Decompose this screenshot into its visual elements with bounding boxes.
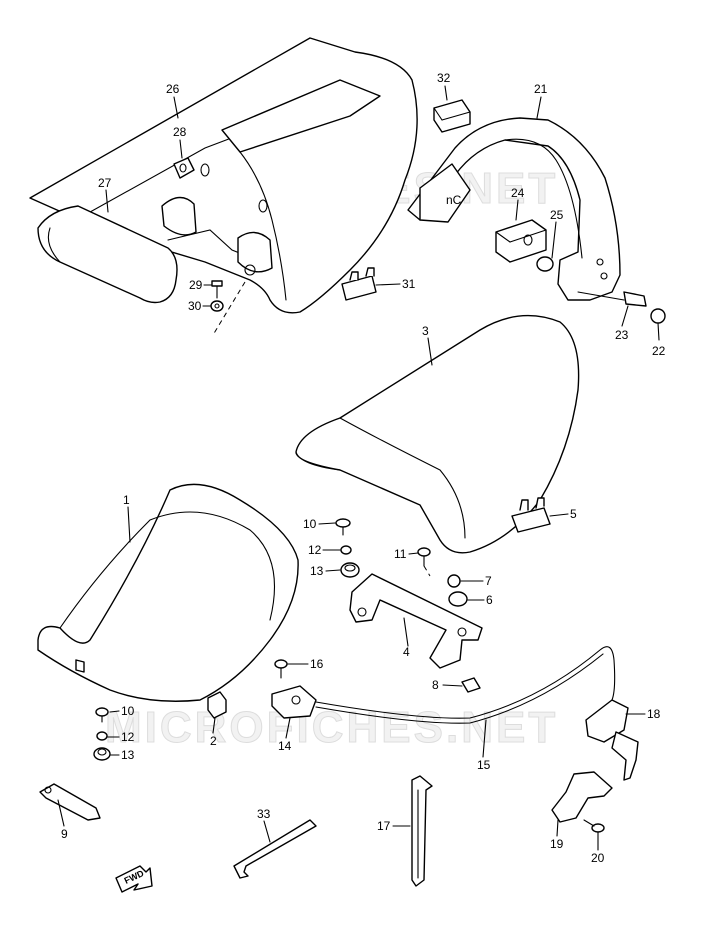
nut-22	[650, 308, 666, 324]
seat-lock-cable-15	[315, 646, 616, 724]
seat-bracket-4	[349, 573, 483, 669]
callout-13-center: 13	[310, 564, 324, 578]
callout-11: 11	[394, 547, 407, 561]
grommet-28	[173, 157, 195, 179]
callout-18: 18	[647, 707, 661, 721]
connector-clip-31	[341, 267, 377, 301]
spacer-7	[447, 574, 461, 588]
screw-10-left	[95, 707, 109, 723]
tail-pad	[37, 205, 178, 304]
collar-12-left	[96, 731, 108, 741]
bolt-23	[577, 291, 647, 307]
callout-27: 27	[98, 176, 112, 190]
front-seat-1	[37, 483, 299, 702]
callout-19: 19	[550, 837, 564, 851]
callout-30: 30	[188, 299, 202, 313]
grab-rail-21: nC	[407, 117, 621, 301]
callout-9: 9	[61, 827, 68, 841]
fwd-arrow-icon: FWD	[115, 865, 153, 893]
callout-22: 22	[652, 344, 666, 358]
callout-labels: 26 28 27 29 30 31 32 21 24 25 23 22 3 5 …	[61, 71, 666, 865]
grommet-8	[461, 677, 481, 693]
connector-clip-5	[511, 497, 551, 533]
callout-23: 23	[615, 328, 629, 342]
lock-holder-19	[551, 771, 613, 823]
leader-lines	[57, 85, 660, 851]
screw-11	[417, 547, 431, 567]
callout-21: 21	[534, 82, 548, 96]
washer-30	[210, 300, 224, 312]
watermark-bottom: MICROFICHES.NET	[105, 703, 558, 752]
spacer-2	[207, 691, 227, 719]
callout-10-left: 10	[121, 704, 135, 718]
callout-15: 15	[477, 758, 491, 772]
callout-10-center: 10	[303, 517, 317, 531]
callout-25: 25	[550, 208, 564, 222]
hex-wrench-33	[233, 819, 317, 879]
callout-29: 29	[189, 278, 203, 292]
callout-32: 32	[437, 71, 451, 85]
callout-6: 6	[486, 593, 493, 607]
callout-8: 8	[432, 678, 439, 692]
callout-26: 26	[166, 82, 180, 96]
screw-20	[583, 819, 605, 833]
screw-16	[274, 659, 288, 679]
rear-seat-3	[295, 314, 580, 554]
callout-33: 33	[257, 807, 271, 821]
rubber-block-32	[433, 99, 471, 133]
callout-1: 1	[123, 493, 130, 507]
damper-block-24	[495, 219, 547, 263]
seat-lock-14	[271, 685, 317, 719]
callout-13-left: 13	[121, 748, 135, 762]
collar-12-center	[340, 545, 352, 555]
bracket-9	[39, 783, 101, 821]
callout-4: 4	[403, 645, 410, 659]
grommet-13-left	[93, 747, 111, 761]
strap-17	[411, 775, 433, 887]
callout-28: 28	[173, 125, 187, 139]
seat-tail-cover	[29, 37, 418, 314]
callout-5: 5	[570, 507, 577, 521]
grommet-13-center	[340, 562, 360, 578]
callout-12-left: 12	[121, 730, 135, 744]
callout-24: 24	[511, 186, 525, 200]
screw-10-center	[335, 518, 351, 536]
lock-cylinder-18	[585, 699, 639, 781]
callout-3: 3	[422, 324, 429, 338]
svg-text:nC: nC	[446, 193, 462, 207]
collar-25	[536, 256, 554, 272]
callout-20: 20	[591, 851, 605, 865]
callout-12-center: 12	[308, 543, 322, 557]
callout-2: 2	[210, 734, 217, 748]
callout-17: 17	[377, 819, 391, 833]
callout-31: 31	[402, 277, 416, 291]
callout-16: 16	[310, 657, 324, 671]
callout-7: 7	[485, 574, 492, 588]
screw-29	[211, 280, 223, 299]
callout-14: 14	[278, 739, 292, 753]
grommet-6	[448, 591, 468, 607]
